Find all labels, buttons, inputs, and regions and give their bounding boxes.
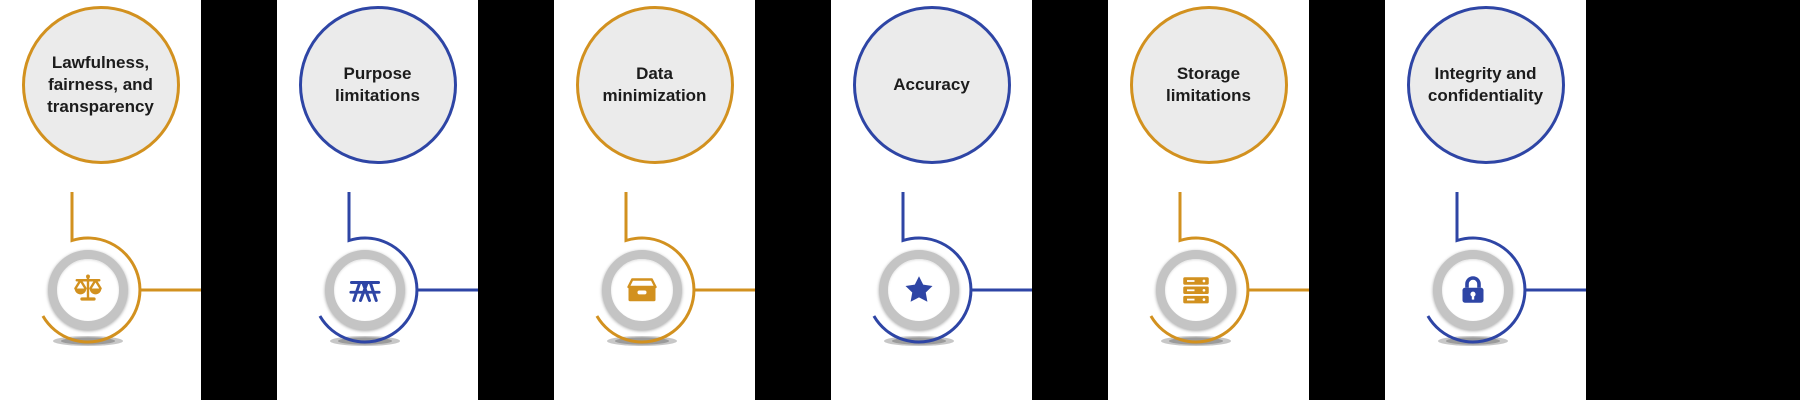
principle-panel-data-minimization: Data minimization: [554, 0, 755, 400]
archive-box-icon: [627, 278, 657, 302]
principle-panel-accuracy: Accuracy: [831, 0, 1032, 400]
lock-icon: [1462, 276, 1484, 303]
principle-circle: Lawfulness, fairness, and transparency: [21, 6, 180, 164]
principle-label: Lawfulness, fairness, and transparency: [47, 52, 154, 117]
icon-badge: [1433, 250, 1513, 330]
icon-badge: [325, 250, 405, 330]
principle-panel-storage: Storage limitations: [1108, 0, 1309, 400]
principle-panel-purpose: Purpose limitations: [277, 0, 478, 400]
principle-label: Purpose limitations: [334, 63, 420, 105]
principle-label: Storage limitations: [1165, 63, 1251, 105]
principle-circle: Data minimization: [575, 6, 734, 164]
principle-label: Accuracy: [893, 74, 970, 94]
principle-circle: Accuracy: [852, 6, 1011, 164]
principle-panel-integrity: Integrity and confidentiality: [1385, 0, 1586, 400]
principle-circle: Purpose limitations: [298, 6, 457, 164]
scales-icon: [74, 274, 102, 301]
principle-label: Integrity and confidentiality: [1427, 63, 1544, 105]
connector-line: [595, 192, 755, 346]
icon-badge: [48, 250, 128, 330]
icon-badge: [1156, 250, 1236, 330]
connector-line: [41, 192, 201, 346]
connector-line: [1426, 192, 1586, 346]
principle-circle: Integrity and confidentiality: [1406, 6, 1565, 164]
icon-badge: [879, 250, 959, 330]
principle-panel-lawfulness: Lawfulness, fairness, and transparency: [0, 0, 201, 400]
server-stack-icon: [1183, 277, 1209, 304]
connector-line: [1149, 192, 1309, 346]
icon-badge: [602, 250, 682, 330]
connector-line: [872, 192, 1032, 346]
principle-label: Data minimization: [602, 63, 707, 105]
principle-circle: Storage limitations: [1129, 6, 1288, 164]
star-icon: [905, 276, 933, 302]
picnic-table-icon: [349, 281, 381, 302]
connector-line: [318, 192, 478, 346]
